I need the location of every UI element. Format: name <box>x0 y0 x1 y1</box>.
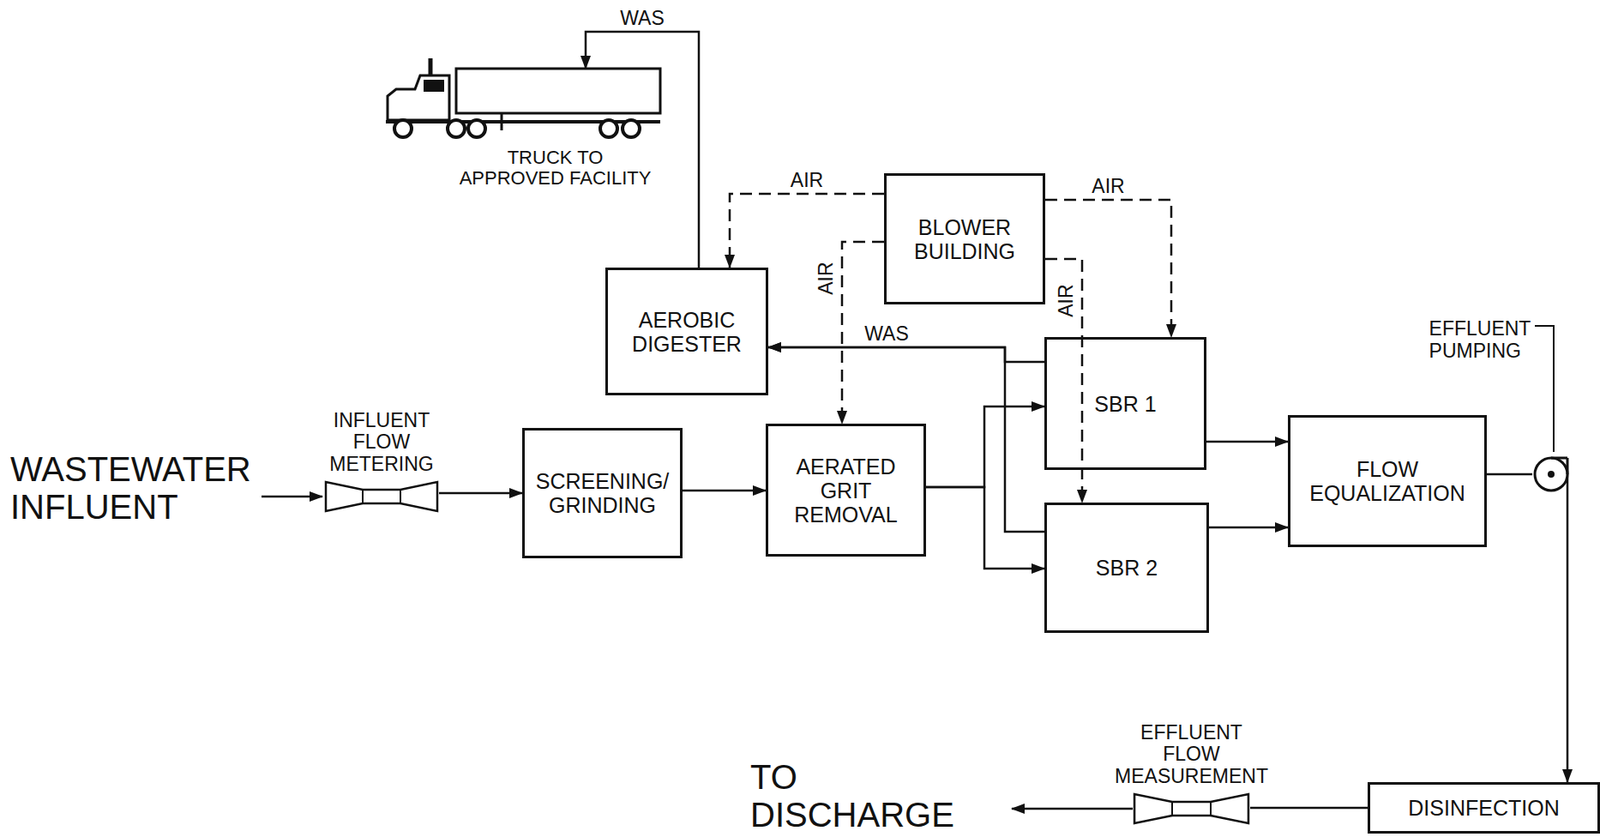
flow-line <box>768 347 1045 362</box>
inflow-label: WASTEWATER INFLUENT <box>10 450 252 526</box>
air-line <box>729 193 885 268</box>
node-label: EFFLUENT FLOW MEASUREMENT <box>1114 721 1269 788</box>
flow-line <box>1209 526 1288 530</box>
reactor-box: SBR 1 <box>1044 336 1207 470</box>
node-label: AERATED GRIT REMOVAL <box>793 454 897 527</box>
node-label: SBR 1 <box>1094 391 1156 416</box>
flow-line <box>1206 440 1288 444</box>
air-line <box>1045 199 1172 337</box>
flow-meter: INFLUENT FLOW METERING <box>324 480 440 513</box>
flow-line <box>439 492 523 495</box>
pump: EFFLUENT PUMPING <box>1532 455 1570 494</box>
venturi-symbol <box>324 480 440 513</box>
line-label: WAS <box>618 7 667 30</box>
node-label: SBR 2 <box>1095 555 1158 580</box>
node-label: EFFLUENT PUMPING <box>1429 318 1531 362</box>
flow-line <box>926 406 1045 488</box>
node-label: SCREENING/ GRINDING <box>535 469 670 518</box>
venturi-symbol <box>1132 792 1251 825</box>
process-box: FLOW EQUALIZATION <box>1287 415 1487 548</box>
influent-arrow <box>261 495 323 499</box>
line-label: WAS <box>862 323 911 345</box>
process-box: AERATED GRIT REMOVAL <box>765 423 927 557</box>
pump-symbol <box>1532 455 1570 494</box>
flow-line <box>926 487 1045 569</box>
truck-drawing <box>377 51 665 145</box>
node-label: DISINFECTION <box>1407 795 1559 820</box>
line-label: AIR <box>815 259 837 296</box>
line-label: AIR <box>788 169 825 192</box>
flow-line <box>1250 806 1368 810</box>
flow-line <box>682 489 766 493</box>
reactor-box: SBR 2 <box>1044 502 1210 633</box>
discharge-arrow <box>1011 807 1133 811</box>
node-label: FLOW EQUALIZATION <box>1309 457 1466 506</box>
digester-box: AEROBIC DIGESTER <box>605 267 769 396</box>
flow-meter: EFFLUENT FLOW MEASUREMENT <box>1132 792 1251 825</box>
air-line <box>1045 258 1083 503</box>
node-label: INFLUENT FLOW METERING <box>329 409 434 476</box>
blower-box: BLOWER BUILDING <box>884 173 1046 305</box>
truck-icon: TRUCK TO APPROVED FACILITY <box>377 51 665 145</box>
line-label: AIR <box>1089 175 1126 198</box>
pump-leader <box>1534 325 1554 452</box>
flow-line <box>1486 473 1533 476</box>
line-label: AIR <box>1055 282 1077 319</box>
outflow-label: TO DISCHARGE <box>750 757 955 834</box>
flow-line <box>1566 474 1570 782</box>
process-box: DISINFECTION <box>1367 781 1600 834</box>
node-label: TRUCK TO APPROVED FACILITY <box>455 147 656 189</box>
process-box: SCREENING/ GRINDING <box>522 427 683 559</box>
node-label: BLOWER BUILDING <box>914 215 1016 264</box>
node-label: AEROBIC DIGESTER <box>631 307 742 356</box>
